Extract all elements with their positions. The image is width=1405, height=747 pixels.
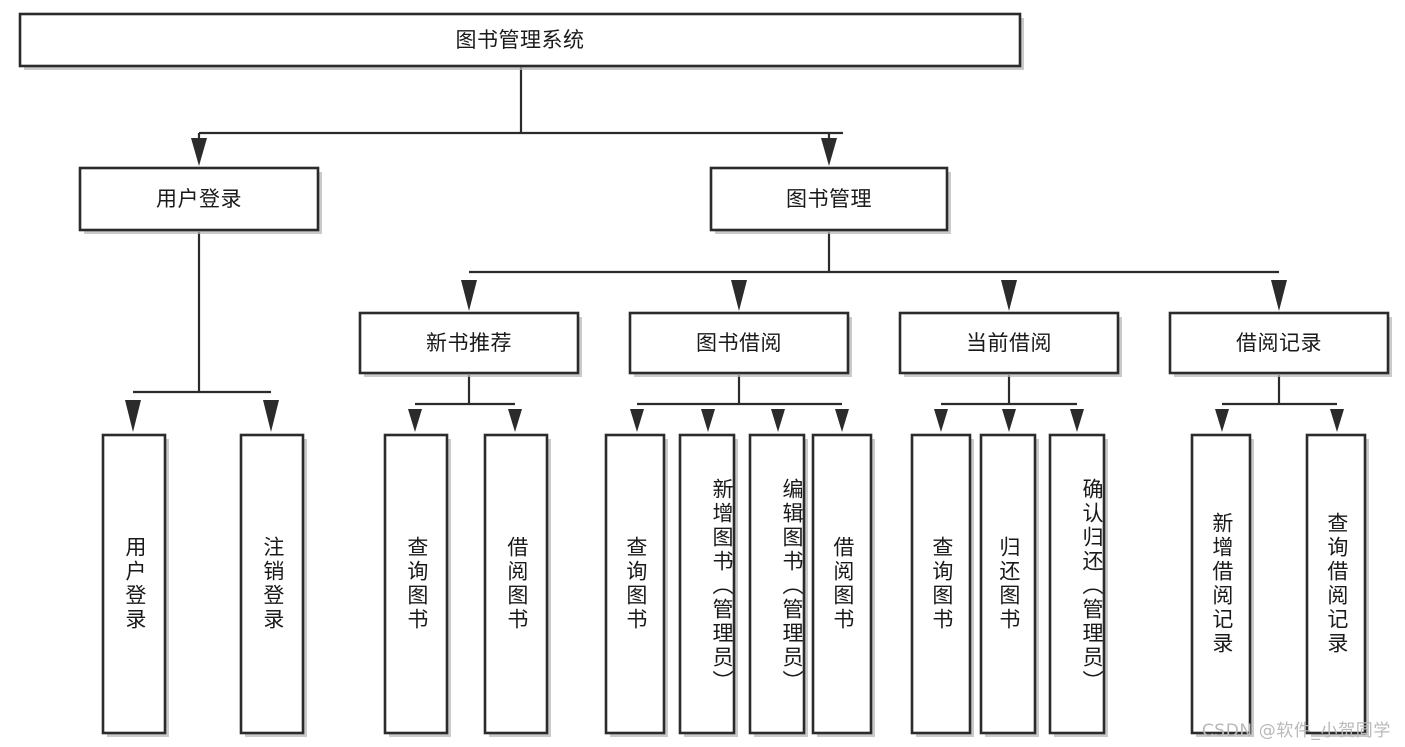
node-current-borrow-label: 当前借阅 [966,331,1052,355]
leaf-borrow-edit-box [748,433,806,735]
arrow-recommend-leaf-2 [508,409,522,432]
leaf-record-query-box [1305,433,1367,735]
leaf-node-logout[interactable] [239,433,307,737]
leaf-node-current-query-book[interactable] [910,433,974,737]
arrow-to-leaf-logout [263,400,279,432]
leaf-node-current-confirm-return[interactable] [1048,433,1108,737]
leaf-record-add-box [1190,433,1252,735]
node-book-borrow-label: 图书借阅 [696,331,782,355]
arrow-to-book-borrow [731,280,747,311]
leaf-current-query-box [910,433,972,735]
connector-layer [125,66,1344,432]
node-user-login-label: 用户登录 [156,187,242,211]
node-root[interactable]: 图书管理系统 [18,12,1024,70]
arrow-current-leaf-1 [934,409,948,432]
csdn-watermark: CSDN @软件_小贺同学 [1201,721,1391,741]
arrow-current-leaf-2 [1002,409,1016,432]
leaf-node-borrow-query-book[interactable] [604,433,668,737]
leaf-node-record-add[interactable] [1190,433,1254,737]
node-current-borrow-box [898,311,1120,375]
arrow-current-leaf-3 [1070,409,1084,432]
node-book-management-label: 图书管理 [786,187,872,211]
node-borrow-record-box [1168,311,1390,375]
leaf-node-borrow-edit-book[interactable] [748,433,808,737]
leaf-logout-box [239,433,305,735]
node-current-borrow[interactable]: 当前借阅 [898,311,1122,377]
leaf-node-borrow-add-book[interactable] [678,433,738,737]
arrow-to-book-mgmt [821,138,837,166]
node-borrow-record[interactable]: 借阅记录 [1168,311,1392,377]
arrow-to-leaf-user-login [125,400,141,432]
leaf-node-borrow-borrow-book[interactable] [811,433,875,737]
leaf-recommend-borrow-box [483,433,549,735]
leaf-current-confirm-box [1048,433,1106,735]
arrow-borrow-leaf-4 [835,409,849,432]
arrow-borrow-leaf-1 [630,409,644,432]
node-book-borrow-box [628,311,850,375]
node-book-management-box [709,166,949,232]
arrow-to-new-book-recommend [461,280,477,311]
node-borrow-record-label: 借阅记录 [1236,331,1322,355]
arrow-record-leaf-2 [1330,409,1344,432]
node-book-borrow[interactable]: 图书借阅 [628,311,852,377]
leaf-borrow-query-box [604,433,666,735]
node-new-book-recommend-box [358,311,580,375]
node-user-login[interactable]: 用户登录 [78,166,322,234]
leaf-node-current-return-book[interactable] [979,433,1039,737]
arrow-record-leaf-1 [1215,409,1229,432]
node-root-box [18,12,1022,68]
arrow-to-borrow-record [1271,280,1287,311]
leaf-node-record-query[interactable] [1305,433,1369,737]
leaf-node-recommend-query-book[interactable] [383,433,451,737]
arrow-borrow-leaf-3 [771,409,785,432]
node-new-book-recommend-label: 新书推荐 [426,331,512,355]
leaf-user-login-box [101,433,167,735]
leaf-node-user-login[interactable] [101,433,169,737]
arrow-to-current-borrow [1001,280,1017,311]
leaf-node-recommend-borrow-book[interactable] [483,433,551,737]
node-new-book-recommend[interactable]: 新书推荐 [358,311,582,377]
arrow-borrow-leaf-2 [701,409,715,432]
node-root-label: 图书管理系统 [456,28,585,52]
leaf-borrow-add-box [678,433,736,735]
leaf-current-return-box [979,433,1037,735]
leaf-recommend-query-box [383,433,449,735]
node-book-management[interactable]: 图书管理 [709,166,951,234]
arrow-recommend-leaf-1 [408,409,422,432]
arrow-to-user-login [191,138,207,166]
leaf-borrow-borrow-box [811,433,873,735]
node-user-login-box [78,166,320,232]
